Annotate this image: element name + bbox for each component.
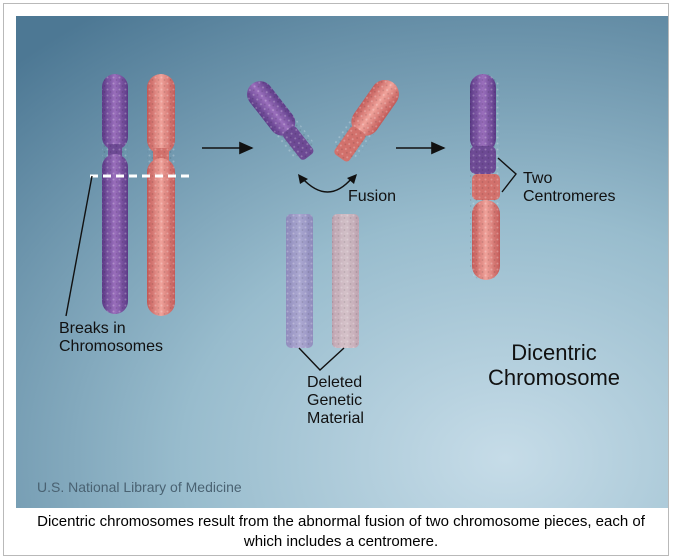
deleted-purple-piece [286,214,313,348]
deleted-pink-piece [332,214,359,348]
diagram-title: Dicentric Chromosome [487,340,621,390]
fusion-arrow-left-icon [298,174,308,184]
deleted-pointer [298,347,345,371]
breaks-label: Breaks in Chromosomes [59,320,164,355]
dicentric-diagram: Breaks in Chromosomes Fusion Deleted Gen… [16,16,668,508]
fusion-curve [301,177,353,193]
diagram-illustration [16,16,668,508]
breaks-pointer [65,175,93,317]
figure-caption: Dicentric chromosomes result from the ab… [37,513,645,550]
credit-text: U.S. National Library of Medicine [37,479,242,495]
figure-frame: Breaks in Chromosomes Fusion Deleted Gen… [3,3,669,556]
pink-fragment [334,79,399,162]
deleted-material-label: Deleted Genetic Material [307,374,364,427]
centromere-pointer [497,157,517,193]
pink-chromosome [147,74,175,316]
purple-chromosome [102,74,128,314]
two-centromeres-label: Two Centromeres [523,170,616,205]
dicentric-chromosome [470,74,500,280]
purple-fragment [247,81,314,160]
fusion-label: Fusion [348,188,397,205]
fusion-arrow-right-icon [347,174,357,184]
